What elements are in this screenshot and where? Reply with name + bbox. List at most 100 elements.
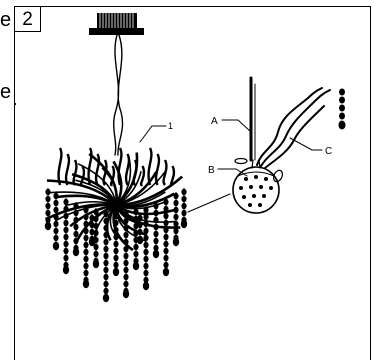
crystal-bead	[163, 198, 169, 206]
crystal-bead	[89, 214, 95, 222]
crystal-bead	[73, 223, 79, 231]
detail-crystal-strand	[338, 88, 346, 130]
crystal-drop	[88, 237, 96, 247]
chandelier-curl	[64, 153, 71, 186]
crystal-bead	[83, 206, 89, 214]
crystal-bead	[181, 188, 187, 196]
crystal-bead	[163, 247, 169, 255]
crystal-bead	[123, 273, 129, 281]
chandelier-curl	[117, 147, 123, 186]
crystal-bead	[63, 240, 69, 248]
crystal-bead	[143, 269, 149, 277]
crystal-bead	[143, 227, 149, 235]
chandelier-curl	[72, 159, 78, 186]
crystal-bead	[63, 212, 69, 220]
crystal-bead	[63, 219, 69, 227]
crystal-bead	[163, 226, 169, 234]
crystal-bead	[103, 224, 109, 232]
crystal-bead	[143, 220, 149, 228]
crystal-bead	[113, 233, 119, 241]
crystal-bead	[45, 188, 51, 196]
chandelier-curl	[154, 153, 161, 186]
rod-a	[249, 76, 256, 162]
clipped-text-fragment-middle: e	[0, 81, 12, 103]
crystal-bead	[123, 245, 129, 253]
crystal-bead	[143, 234, 149, 242]
crystal-drop	[44, 221, 52, 231]
crystal-bead	[123, 259, 129, 267]
crystal-bead	[153, 209, 159, 217]
crystal-bead	[63, 226, 69, 234]
crystal-bead	[113, 219, 119, 227]
crystal-bead	[83, 241, 89, 249]
chandelier-curl	[162, 159, 168, 186]
crystal-bead	[83, 262, 89, 270]
crystal-bead	[173, 206, 179, 214]
suspension-wires	[113, 34, 124, 156]
crystal-bead	[173, 227, 179, 235]
crystal-bead	[163, 233, 169, 241]
crystal-bead	[63, 247, 69, 255]
crystal-bead	[153, 202, 159, 210]
chandelier-arm	[115, 175, 184, 207]
crystal-drop	[162, 267, 170, 277]
crystal-bead	[83, 269, 89, 277]
ceiling-canopy	[89, 12, 144, 35]
crystal-bead	[163, 240, 169, 248]
crystal-bead	[45, 202, 51, 210]
hub-holes	[239, 175, 273, 207]
crystal-bead	[163, 212, 169, 220]
crystal-bead	[73, 237, 79, 245]
crystal-bead	[113, 261, 119, 269]
chandelier-curl	[94, 153, 101, 186]
chandelier-curl	[169, 165, 176, 187]
crystal-bead	[103, 280, 109, 288]
callout-label-c: C	[325, 146, 332, 157]
crystal-bead	[163, 261, 169, 269]
period-mark	[14, 103, 16, 105]
crystal-drop	[92, 259, 100, 269]
chandelier-illustration	[89, 12, 144, 156]
chandelier-curl	[147, 147, 153, 186]
crystal-drop	[52, 241, 60, 251]
chandelier-curl	[109, 165, 116, 187]
crystal-bead	[113, 226, 119, 234]
crystal-bead	[89, 228, 95, 236]
crystal-drop	[136, 235, 144, 245]
crystal-drop	[102, 293, 110, 303]
crystal-bead	[103, 252, 109, 260]
crystal-bead	[133, 222, 139, 230]
crystal-drop	[122, 289, 130, 299]
detail-illustration	[139, 76, 346, 214]
chandelier-arm	[44, 203, 117, 221]
crystal-strands	[44, 147, 188, 303]
crystal-bead	[133, 243, 139, 251]
crystal-bead	[181, 209, 187, 217]
crystal-bead	[53, 234, 59, 242]
chandelier-curl	[79, 165, 86, 187]
crystal-bead	[137, 221, 143, 229]
crystal-bead	[153, 216, 159, 224]
crystal-bead	[103, 266, 109, 274]
crystal-drop	[152, 249, 160, 259]
crystal-bead	[93, 208, 99, 216]
chandelier-curl	[102, 159, 108, 186]
crystal-bead	[45, 195, 51, 203]
crystal-bead	[173, 220, 179, 228]
leader-b	[217, 168, 248, 177]
crystal-bead	[63, 198, 69, 206]
crystal-bead	[113, 240, 119, 248]
crystal-bead	[153, 230, 159, 238]
crystal-bead	[45, 209, 51, 217]
callout-label-a: A	[211, 116, 218, 127]
crystal-bead	[53, 213, 59, 221]
instruction-panel-frame	[14, 6, 371, 360]
crystal-drop	[82, 279, 90, 289]
ring-connectors	[234, 157, 284, 183]
crystal-bead	[123, 231, 129, 239]
crystal-bead	[53, 206, 59, 214]
crystal-bead	[173, 192, 179, 200]
crystal-bead	[83, 213, 89, 221]
crystal-bead	[103, 217, 109, 225]
crystal-bead	[137, 228, 143, 236]
